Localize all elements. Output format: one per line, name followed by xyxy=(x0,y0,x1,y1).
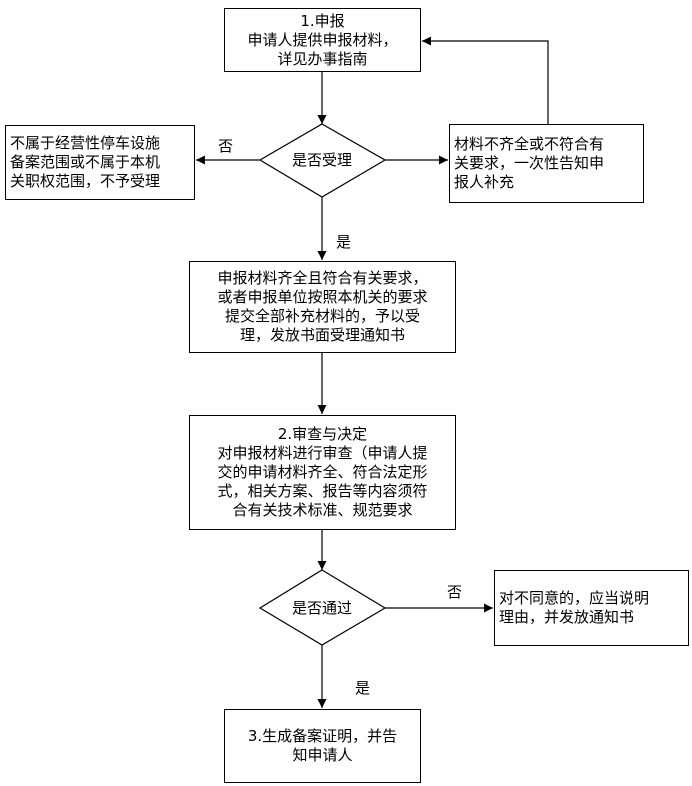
step2-line: 合有关技术标准、规范要求 xyxy=(232,501,413,519)
step1-line: 1.申报 xyxy=(300,11,345,30)
reject-box: 不属于经营性停车设施 备案范围或不属于本机 关职权范围，不予受理 xyxy=(5,125,195,200)
disagree-box: 对不同意的，应当说明 理由，并发放通知书 xyxy=(494,570,689,646)
accepted-line: 申报材料齐全且符合有关要求， xyxy=(217,269,428,287)
accept-decision-diamond xyxy=(258,123,387,198)
accepted-line: 理，发放书面受理通知书 xyxy=(239,326,405,344)
accepted-line: 或者申报单位按照本机关的要求 xyxy=(217,288,428,306)
reject-line: 备案范围或不属于本机 xyxy=(10,153,161,171)
step2-review-box: 2.审查与决定 对申报材料进行审查（申请人提 交的申请材料齐全、符合法定形 式，… xyxy=(189,415,456,530)
step2-line: 2.审查与决定 xyxy=(277,425,368,443)
branch-label-no-pass: 否 xyxy=(447,583,463,601)
step1-submit-box: 1.申报 申请人提供申报材料， 详见办事指南 xyxy=(224,8,421,72)
pass-decision-text: 是否通过 xyxy=(291,599,352,617)
step1-line: 申请人提供申报材料， xyxy=(247,30,398,49)
accept-decision-text: 是否受理 xyxy=(291,151,352,169)
supplement-line: 报人补充 xyxy=(454,173,515,191)
disagree-line: 对不同意的，应当说明 xyxy=(499,589,650,607)
step1-line: 详见办事指南 xyxy=(277,49,368,68)
step3-line: 3.生成备案证明，并告 xyxy=(247,727,398,745)
reject-line: 关职权范围，不予受理 xyxy=(10,172,161,190)
accepted-line: 提交全部补充材料的，予以受 xyxy=(224,307,420,325)
accepted-box: 申报材料齐全且符合有关要求， 或者申报单位按照本机关的要求 提交全部补充材料的，… xyxy=(189,261,456,353)
step3-certificate-box: 3.生成备案证明，并告 知申请人 xyxy=(224,709,421,783)
step3-line: 知申请人 xyxy=(292,746,353,764)
branch-label-yes-pass: 是 xyxy=(355,679,371,697)
step2-line: 交的申请材料齐全、符合法定形 xyxy=(217,463,428,481)
arrow-supplement-to-step1 xyxy=(422,36,549,124)
disagree-line: 理由，并发放通知书 xyxy=(499,608,635,626)
branch-label-no-accept: 否 xyxy=(218,137,234,155)
supplement-line: 材料不齐全或不符合有 xyxy=(454,135,605,153)
branch-label-yes-accept: 是 xyxy=(336,233,352,251)
pass-decision-diamond xyxy=(258,569,387,646)
reject-line: 不属于经营性停车设施 xyxy=(10,134,161,152)
step2-line: 对申报材料进行审查（申请人提 xyxy=(217,444,428,462)
supplement-box: 材料不齐全或不符合有 关要求，一次性告知申 报人补充 xyxy=(449,124,644,203)
supplement-line: 关要求，一次性告知申 xyxy=(454,154,605,172)
step2-line: 式，相关方案、报告等内容须符 xyxy=(217,482,428,500)
